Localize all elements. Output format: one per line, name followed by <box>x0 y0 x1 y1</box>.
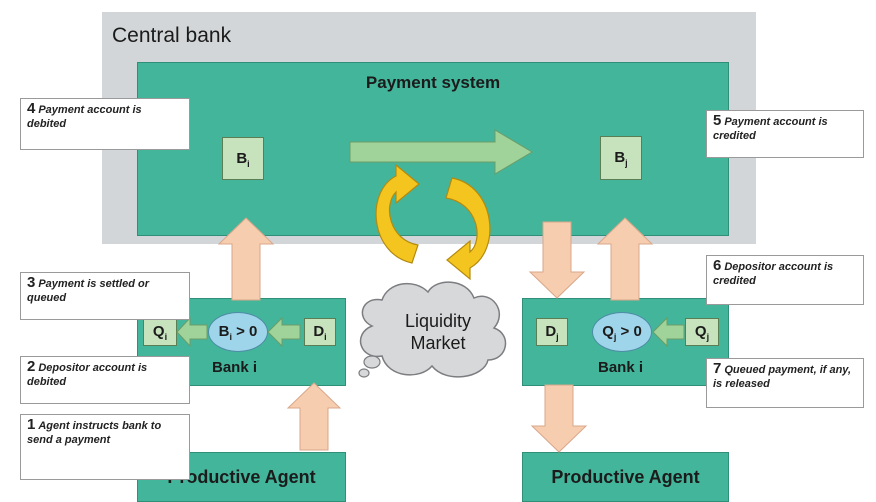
liquidity-market-line2: Market <box>410 333 466 353</box>
liquidity-market-label: Liquidity Market <box>388 310 488 354</box>
note-1-number: 1 <box>27 416 36 433</box>
payment-account-bj: Bj <box>600 136 642 180</box>
note-3-text: Payment is settled or queued <box>27 278 149 304</box>
bank-left-deposit-letter: D <box>313 323 325 340</box>
bank-left-cond-letter: B <box>218 323 230 340</box>
transfer-arrow <box>349 129 533 175</box>
bank-right-queue-letter: Q <box>694 323 707 340</box>
note-6-text: Depositor account is credited <box>713 261 834 287</box>
note-5-text: Payment account is credited <box>713 116 828 142</box>
bank-left-arrow-cond-to-q <box>176 316 208 348</box>
payment-account-bi: Bi <box>222 137 264 180</box>
bank-right-cond-sub: j <box>613 332 617 342</box>
bank-right-queue-sub: j <box>706 332 710 342</box>
bank-left-queue-letter: Q <box>152 323 165 340</box>
arrow-up-agent-to-bank-left <box>286 382 342 451</box>
bank-right-cond-rest: > 0 <box>616 323 642 340</box>
bank-right-queue: Qj <box>685 318 719 346</box>
note-7-number: 7 <box>713 360 722 377</box>
bank-left-label: Bank i <box>212 359 258 376</box>
payment-account-bj-letter: B <box>614 149 626 166</box>
payment-account-bi-sub: i <box>247 159 250 169</box>
note-4-text: Payment account is debited <box>27 104 142 130</box>
productive-agent-right: Productive Agent <box>522 452 729 502</box>
bank-right-cond-letter: Q <box>602 323 614 340</box>
central-bank-label: Central bank <box>112 24 232 47</box>
note-3-number: 3 <box>27 274 36 291</box>
payment-system-title: Payment system <box>365 73 501 92</box>
bank-right-deposit-sub: j <box>556 332 559 342</box>
note-7-text: Queued payment, if any, is released <box>713 364 852 390</box>
bank-right-deposit-letter: D <box>545 323 557 340</box>
note-4-number: 4 <box>27 100 36 117</box>
bank-left-queue-sub: i <box>164 332 168 342</box>
note-1-text: Agent instructs bank to send a payment <box>27 420 162 446</box>
circular-arrows-icon <box>375 163 491 281</box>
liquidity-market-cloud <box>358 281 507 378</box>
bank-left-deposit-sub: i <box>324 332 327 342</box>
arrow-down-bank-right-to-agent <box>530 384 588 453</box>
bank-right-label: Bank i <box>598 359 644 376</box>
arrow-up-bank-right-to-payment <box>596 217 654 301</box>
arrow-down-payment-to-bank-right <box>528 221 586 299</box>
liquidity-market-line1: Liquidity <box>404 311 472 331</box>
note-6-number: 6 <box>713 257 722 274</box>
bank-left-deposit: Di <box>304 318 336 346</box>
payment-account-bj-sub: j <box>625 158 628 168</box>
bank-right-arrow-q-to-cond <box>652 316 685 348</box>
bank-left-queue: Qi <box>143 318 177 346</box>
note-2-text: Depositor account is debited <box>27 362 148 388</box>
bank-left-condition: Bi > 0 <box>208 312 268 352</box>
note-2-number: 2 <box>27 358 36 375</box>
note-5-number: 5 <box>713 112 722 129</box>
arrow-up-bank-left-to-payment <box>217 217 275 301</box>
bank-right-condition: Qj > 0 <box>592 312 652 352</box>
bank-left-cond-sub: i <box>229 332 232 342</box>
bank-right-deposit: Dj <box>536 318 568 346</box>
bank-left-cond-rest: > 0 <box>231 323 258 340</box>
payment-account-bi-letter: B <box>236 150 248 167</box>
bank-left-arrow-d-to-cond <box>267 316 301 348</box>
